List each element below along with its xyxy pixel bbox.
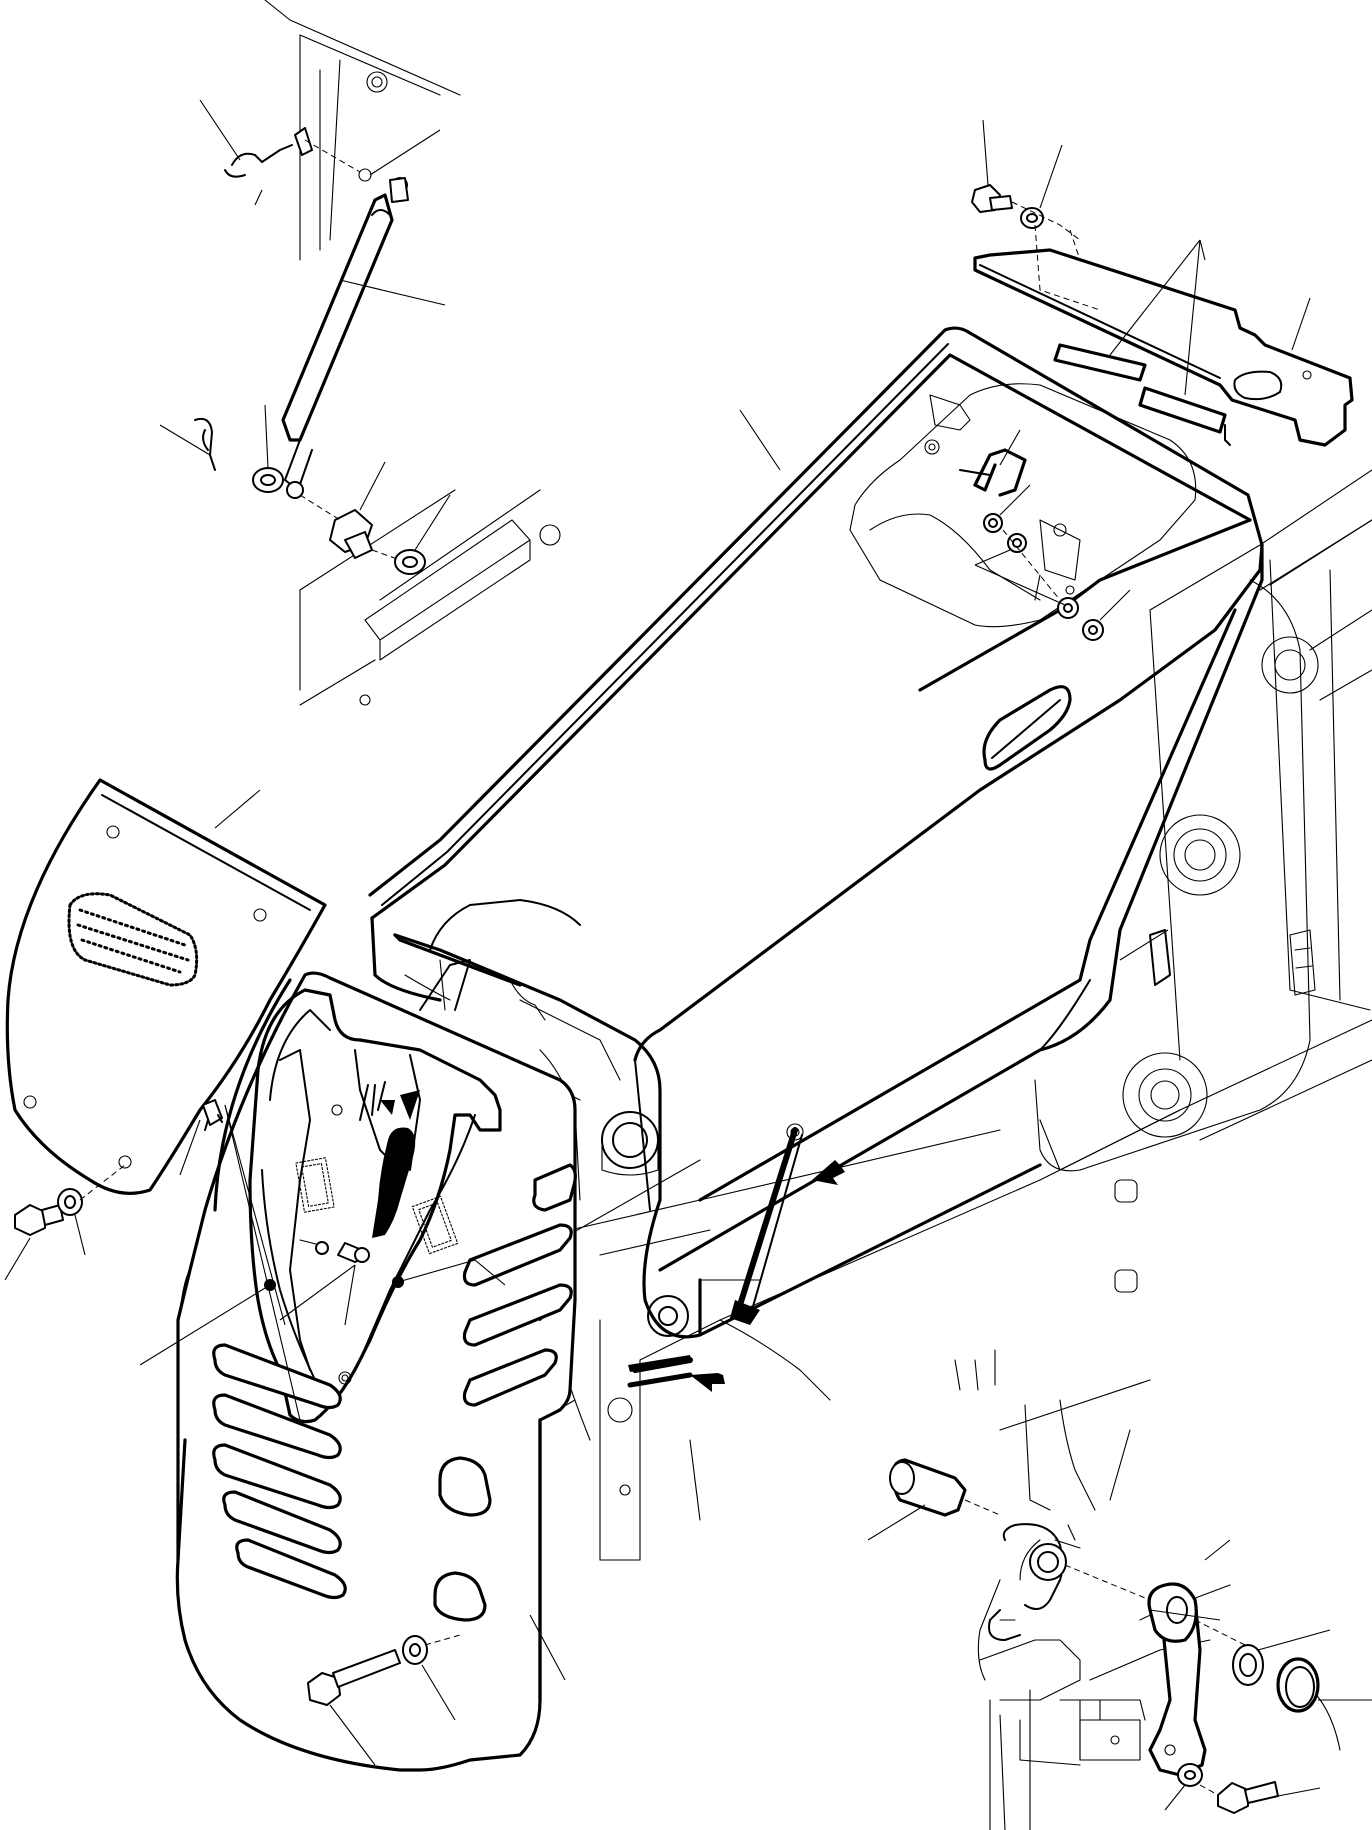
cover-clip xyxy=(202,1099,223,1131)
main-boom-hood xyxy=(368,326,1264,1339)
grille-mesh-right xyxy=(411,1195,459,1255)
hose-and-arrows xyxy=(627,1123,845,1392)
side-cover-panel xyxy=(5,778,327,1195)
grille-leaders xyxy=(139,789,476,1421)
side-cover-fasteners xyxy=(4,1119,201,1281)
machine-frame xyxy=(264,0,1372,1561)
top-bracket-assembly xyxy=(971,119,1354,447)
front-cover-grille xyxy=(175,971,577,1772)
grille-mesh-left xyxy=(295,1157,335,1213)
pin-link-assembly xyxy=(867,1399,1372,1830)
main-leaders xyxy=(739,409,1169,961)
arrow-pointer-lower xyxy=(690,1373,725,1392)
front-cover-bolt xyxy=(307,1259,566,1766)
mesh-perforation-area xyxy=(67,892,199,987)
arrow-pointer-hose xyxy=(812,1160,845,1185)
hatch-hardware xyxy=(959,429,1131,641)
gas-strut-assembly xyxy=(159,99,451,575)
